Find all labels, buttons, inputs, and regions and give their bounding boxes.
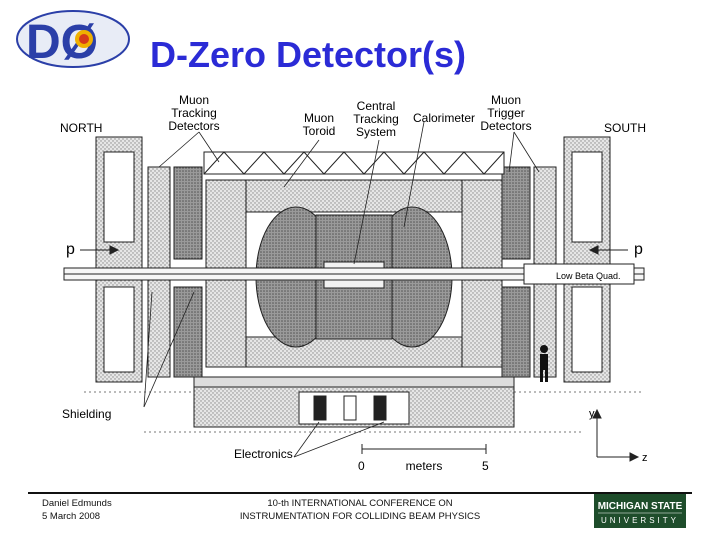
label-north: NORTH [60,121,102,135]
svg-text:System: System [356,125,396,139]
slide-title: D-Zero Detector(s) [150,34,467,75]
leader-lines [143,121,540,458]
north-muon-chambers [147,166,203,378]
msu-logo-line1: MICHIGAN STATE [598,501,683,512]
label-calorimeter: Calorimeter [413,111,475,125]
axis-y-label: y [589,408,595,420]
svg-text:Toroid: Toroid [303,124,336,138]
human-scale-icon [540,345,548,382]
msu-logo-line2: UNIVERSITY [601,516,679,525]
footer-conference-line1: 10-th INTERNATIONAL CONFERENCE ON [267,498,453,509]
logo-burst-icon [75,30,93,48]
floor [84,391,644,433]
svg-text:Detectors: Detectors [480,119,531,133]
scale-five: 5 [482,459,489,473]
svg-text:Detectors: Detectors [168,119,219,133]
svg-text:Muon: Muon [179,93,209,107]
footer-author: Daniel Edmunds [42,498,112,509]
label-muon-toroid: Muon Toroid [303,111,336,138]
south-shielding [563,136,611,383]
scale-units: meters [406,459,443,473]
svg-text:Tracking: Tracking [353,112,399,126]
scale-zero: 0 [358,459,365,473]
label-muon-tracking-detectors: Muon Tracking Detectors [168,93,219,133]
label-p-left: p [66,241,75,258]
label-low-beta-quad: Low Beta Quad. [556,271,621,281]
north-shielding [95,136,143,383]
footer-rule [28,492,692,494]
label-electronics: Electronics [234,447,293,461]
footer-conference-line2: INSTRUMENTATION FOR COLLIDING BEAM PHYSI… [239,511,481,522]
svg-text:Muon: Muon [491,93,521,107]
coordinate-axes [592,408,640,462]
label-south: SOUTH [604,121,646,135]
axis-z-label: z [642,452,648,464]
electronics-platform [193,376,515,428]
detector-diagram: NORTH SOUTH Muon Tracking Detectors Muon… [60,93,648,473]
svg-text:Tracking: Tracking [171,106,217,120]
svg-text:Muon: Muon [304,111,334,125]
top-truss [203,151,505,175]
footer-date: 5 March 2008 [42,511,101,522]
scale-bar [361,444,487,454]
beam-pipe [63,263,645,285]
d0-logo: DØ [16,10,130,69]
label-muon-trigger-detectors: Muon Trigger Detectors [480,93,531,133]
label-shielding: Shielding [62,407,111,421]
msu-logo: MICHIGAN STATE UNIVERSITY [594,494,686,528]
svg-text:Central: Central [357,99,396,113]
beam-arrows [80,245,628,255]
label-central-tracking-system: Central Tracking System [353,99,399,139]
label-p-right: p [634,241,643,258]
svg-text:Trigger: Trigger [487,106,525,120]
